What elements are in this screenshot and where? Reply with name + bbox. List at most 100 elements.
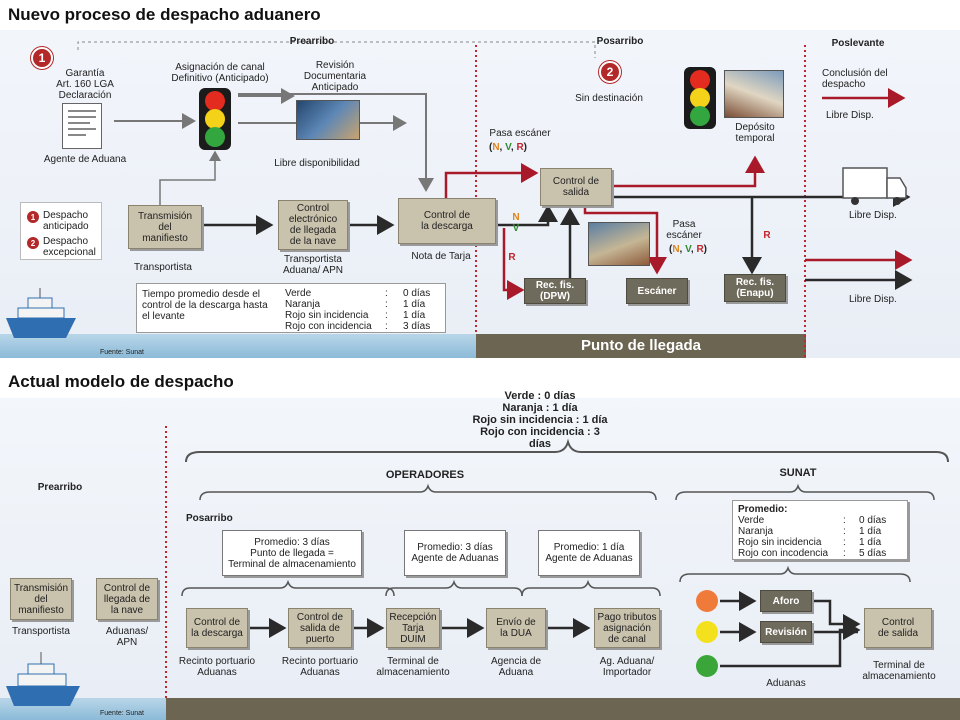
tiempo-row-label: Verde	[285, 288, 312, 299]
deposito-photo	[724, 70, 784, 118]
r-label-dpw: R	[508, 252, 516, 263]
bottom-ground-strip	[166, 698, 960, 720]
green-channel-icon	[696, 655, 718, 677]
sunat-row-separator: :	[843, 526, 846, 537]
control-salida-box: Control de salida	[540, 168, 612, 206]
sunat-row-label: Verde	[738, 515, 765, 526]
operadores-label: OPERADORES	[385, 469, 465, 481]
new-process-title-bar: Nuevo proceso de despacho aduanero	[0, 0, 960, 30]
truck-icon	[842, 167, 907, 205]
step-1-badge: 1	[31, 47, 53, 69]
terminal-bottom-label: Terminal de almacenamiento	[862, 660, 936, 682]
tiempo-promedio-label: Tiempo promedio desde el control de la d…	[142, 289, 268, 322]
arrow-revision-descarga	[238, 93, 434, 192]
agente-aduana-label: Agente de Aduana	[43, 154, 127, 165]
new-process-connectors	[6, 41, 913, 358]
new-process-panel: Nuevo proceso de despacho aduanero Punto…	[0, 0, 960, 358]
process-step-box: Control de salida de puerto	[288, 608, 352, 648]
tiempo-row-value: 0 días	[403, 288, 431, 299]
sunat-row-separator: :	[843, 515, 846, 526]
zone-poslevante: Poslevante	[831, 38, 885, 49]
brace-sunat-lower	[679, 565, 911, 583]
current-model-panel: Actual modelo de despacho Verde : 0 días…	[0, 368, 960, 720]
legend-anticipado-label: Despacho anticipado	[43, 210, 89, 232]
brace-summary	[185, 438, 949, 463]
summary-rojo-sin: Rojo sin incidencia : 1 día	[472, 414, 608, 426]
summary-verde: Verde : 0 días	[504, 390, 576, 402]
process-step-label: Terminal de almacenamiento	[376, 656, 450, 678]
panel-separator	[0, 358, 960, 368]
sunat-row-value: 1 día	[859, 537, 882, 548]
libre-disp-3-label: Libre Disp.	[849, 294, 897, 305]
process-step-label: Recinto portuario Aduanas	[178, 656, 256, 678]
dashed-link-1	[77, 41, 596, 58]
pasa-escaner-2-label: Pasa escáner	[666, 219, 702, 241]
legend-anticipado-badge: 1	[27, 211, 39, 223]
brace-sunat	[675, 483, 935, 501]
tiempo-row-value: 3 días	[403, 321, 431, 332]
arrow-descarga-salida-red	[444, 163, 539, 198]
revision-documentaria-label: Revisión Documentaria Anticipado	[303, 60, 367, 93]
tiempo-row-label: Naranja	[285, 299, 321, 310]
nota-tarja-label: Nota de Tarja	[411, 251, 471, 262]
sunat-row-value: 5 días	[859, 548, 887, 559]
tiempo-row-separator: :	[385, 321, 388, 332]
libre-disp-2-label: Libre Disp.	[849, 210, 897, 221]
asignacion-label: Asignación de canal Definitivo (Anticipa…	[171, 62, 269, 84]
transportista-label: Transportista	[134, 262, 192, 273]
brace-agente-1	[521, 579, 661, 597]
sunat-row-separator: :	[843, 537, 846, 548]
tiempo-row-separator: :	[385, 310, 388, 321]
pasa-escaner-2-canales: (N, V, R)	[668, 244, 708, 255]
sunat-row-value: 0 días	[859, 515, 887, 526]
traffic-light-icon	[199, 88, 231, 150]
legend-excepcional-label: Despacho excepcional	[43, 236, 96, 258]
sunat-row-label: Rojo sin incidencia	[738, 537, 822, 548]
sunat-row-value: 1 día	[859, 526, 882, 537]
escaner-photo	[588, 222, 650, 266]
fuente-bottom: Fuente: Sunat	[100, 710, 144, 717]
canal2-n: N	[672, 244, 680, 255]
escaner-box: Escáner	[626, 278, 688, 304]
promedio-agente-3-box: Promedio: 3 días Agente de Aduanas	[404, 530, 506, 576]
sunat-row-label: Rojo con incodencia	[738, 548, 829, 559]
process-step-label: Agencia de Aduana	[490, 656, 542, 678]
revision-photo	[296, 100, 360, 140]
arrow-r-dpw	[502, 228, 525, 300]
yellow-channel-icon	[696, 621, 718, 643]
sunat-label: SUNAT	[779, 467, 817, 479]
dispatch-type-legend: 1 Despacho anticipado 2 Despacho excepci…	[20, 202, 102, 260]
tiempo-row-label: Rojo con incidencia	[285, 321, 372, 332]
promedio-terminal-box: Promedio: 3 días Punto de llegada = Term…	[222, 530, 362, 576]
current-model-title: Actual modelo de despacho	[8, 372, 234, 391]
conclusion-label: Conclusión del despacho	[822, 68, 888, 90]
fuente-top: Fuente: Sunat	[100, 349, 144, 356]
posarribo-bottom-label: Posarribo	[186, 513, 233, 524]
control-descarga-box: Control de la descarga	[398, 198, 496, 244]
summary-naranja: Naranja : 1 día	[502, 402, 578, 414]
tiempo-row-value: 1 día	[403, 299, 426, 310]
orange-channel-icon	[696, 590, 718, 612]
promedio-agente-1-box: Promedio: 1 día Agente de Aduanas	[538, 530, 640, 576]
sin-destinacion-label: Sin destinación	[575, 93, 643, 104]
document-icon	[62, 103, 102, 149]
pasa-escaner-1-canales: (N, V, R)	[488, 142, 528, 153]
process-step-label: Recinto portuario Aduanas	[281, 656, 359, 678]
arrow-aforo-salida	[812, 599, 861, 634]
transportista-bottom-label: Transportista	[12, 626, 70, 637]
arrow-nv-salida	[498, 204, 558, 227]
brace-operadores	[199, 483, 657, 501]
libre-disp-1-label: Libre Disp.	[826, 110, 874, 121]
punto-llegada-bar: Punto de llegada	[476, 334, 806, 358]
brace-agente-3	[385, 579, 523, 597]
garantia-label: Garantía Art. 160 LGA Declaración	[56, 68, 114, 101]
tiempo-promedio-table: Tiempo promedio desde el control de la d…	[136, 283, 446, 333]
pasa-escaner-1-label: Pasa escáner	[489, 128, 551, 139]
canal-v: V	[505, 142, 511, 153]
tiempo-row-label: Rojo sin incidencia	[285, 310, 369, 321]
nv-n: N	[512, 212, 520, 223]
current-model-title-bar: Actual modelo de despacho	[0, 368, 960, 398]
transmision-manifiesto-bottom-box: Transmisión del manifiesto	[10, 578, 72, 620]
tiempo-row-value: 1 día	[403, 310, 426, 321]
